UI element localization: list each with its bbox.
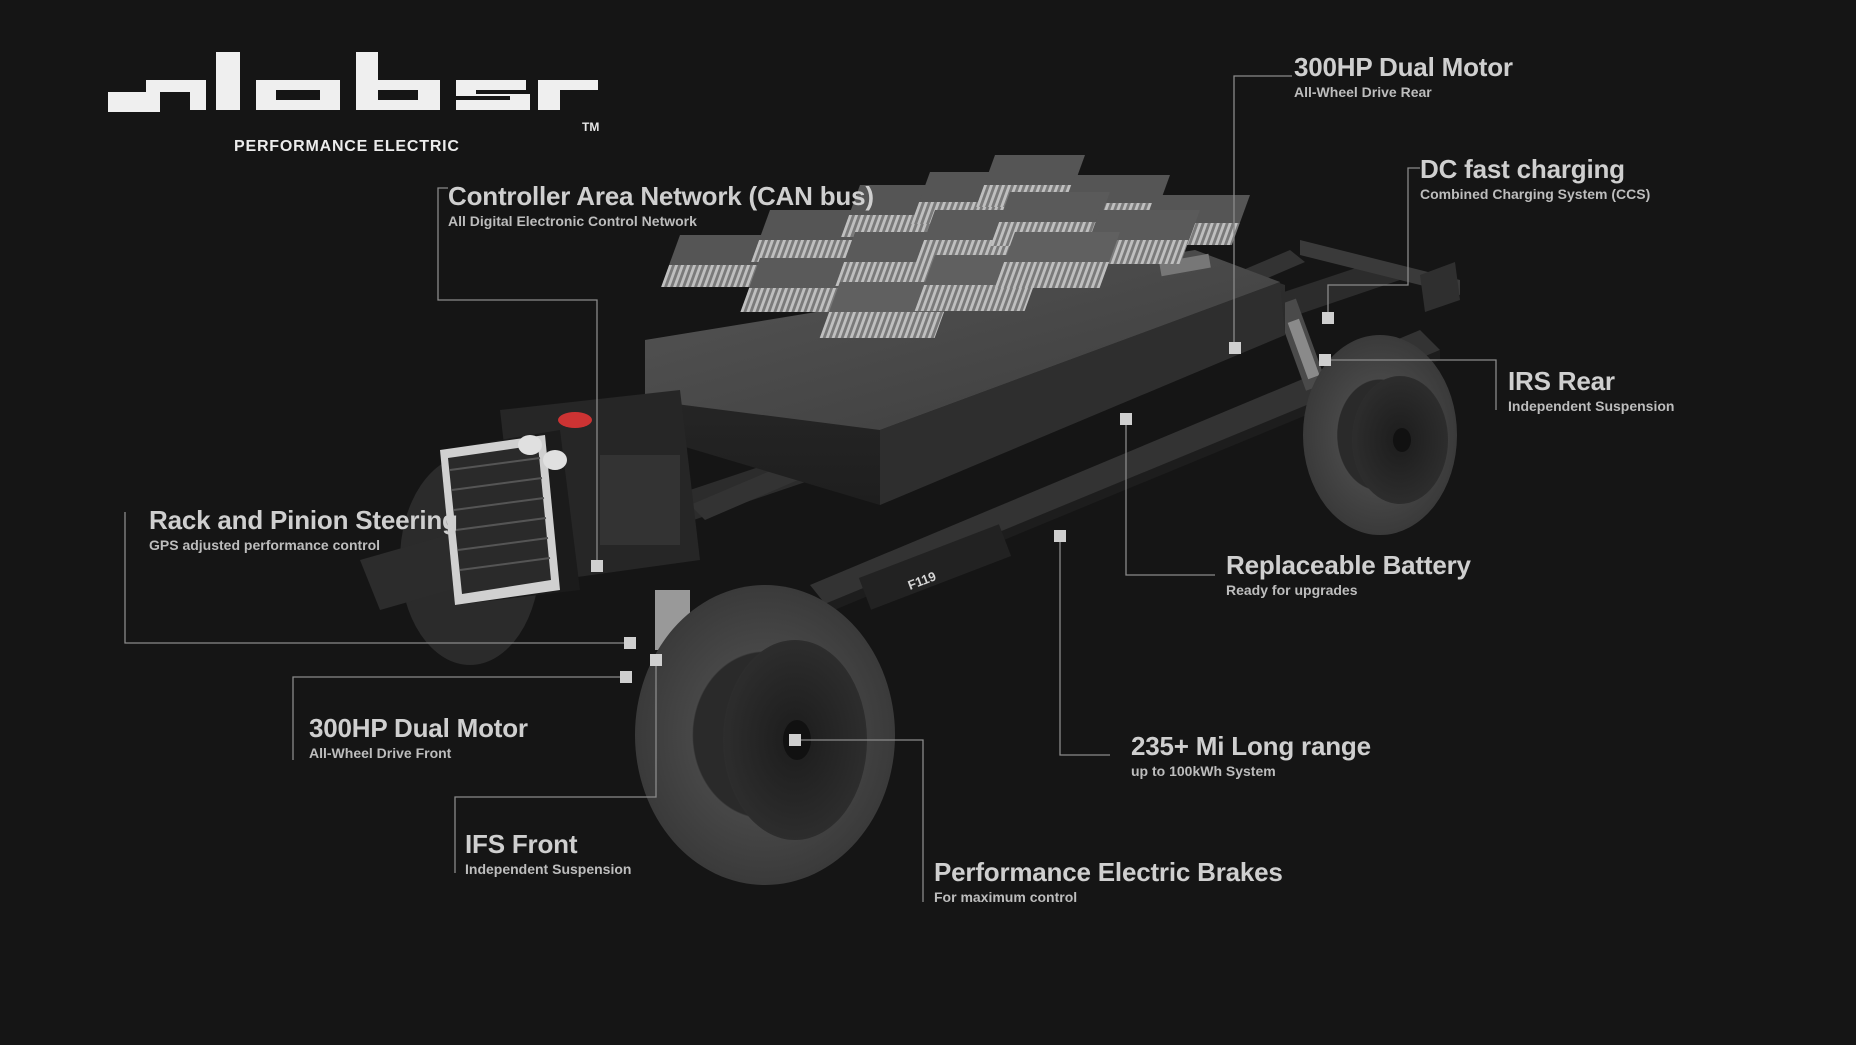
trademark: TM (582, 120, 600, 134)
leader-irs-rear (1325, 359, 1497, 410)
callout-subtitle: GPS adjusted performance control (149, 537, 381, 553)
callout-subtitle: All Digital Electronic Control Network (448, 213, 697, 229)
marker-brakes (789, 734, 801, 746)
callout-subtitle: Independent Suspension (465, 861, 632, 877)
battery-modules (661, 155, 1250, 338)
logo-tagline: PERFORMANCE ELECTRIC (234, 138, 460, 155)
brand-logo: TM PERFORMANCE ELECTRIC (108, 52, 608, 155)
marker-dc-charging (1322, 312, 1334, 324)
callout-subtitle: For maximum control (934, 889, 1078, 905)
callout-title: 235+ Mi Long range (1131, 731, 1371, 761)
callout-motor-front: 300HP Dual Motor All-Wheel Drive Front (309, 713, 528, 762)
wheel-front-right (635, 585, 895, 885)
marker-irs-rear (1319, 354, 1331, 366)
battery-pack (645, 250, 1285, 505)
marker-ifs-front (650, 654, 662, 666)
callout-motor-rear: 300HP Dual Motor All-Wheel Drive Rear (1294, 52, 1513, 101)
callout-title: IRS Rear (1508, 366, 1615, 396)
callout-subtitle: Independent Suspension (1508, 398, 1675, 414)
leader-lines (124, 75, 1497, 902)
callout-title: Rack and Pinion Steering (149, 505, 458, 535)
leader-dc-charging (1327, 167, 1420, 318)
rear-suspension (1275, 298, 1327, 391)
marker-motor-rear (1229, 342, 1241, 354)
callout-ifs-front: IFS Front Independent Suspension (465, 829, 631, 878)
callout-brakes: Performance Electric Brakes For maximum … (934, 857, 1283, 906)
marker-steering (624, 637, 636, 649)
callout-title: 300HP Dual Motor (309, 713, 528, 743)
callout-subtitle: All-Wheel Drive Front (309, 745, 452, 761)
callout-title: Controller Area Network (CAN bus) (448, 181, 874, 211)
leader-battery (1125, 420, 1215, 576)
marker-battery (1120, 413, 1132, 425)
callout-dc-charging: DC fast charging Combined Charging Syste… (1420, 154, 1650, 203)
callout-title: DC fast charging (1420, 154, 1625, 184)
callout-irs-rear: IRS Rear Independent Suspension (1508, 366, 1674, 415)
leader-motor-front (292, 676, 626, 760)
callout-markers (591, 312, 1334, 746)
leader-range (1059, 536, 1110, 756)
callout-subtitle: All-Wheel Drive Rear (1294, 84, 1432, 100)
callout-title: 300HP Dual Motor (1294, 52, 1513, 82)
marker-range (1054, 530, 1066, 542)
callout-can-bus: Controller Area Network (CAN bus) All Di… (448, 181, 874, 230)
radiator (440, 435, 560, 605)
callout-subtitle: Combined Charging System (CCS) (1420, 186, 1651, 202)
leader-brakes (795, 739, 924, 902)
leader-ifs-front (454, 660, 657, 873)
leader-motor-rear (1233, 75, 1292, 348)
callout-subtitle: Ready for upgrades (1226, 582, 1358, 598)
callout-battery: Replaceable Battery Ready for upgrades (1226, 550, 1471, 599)
callout-range: 235+ Mi Long range up to 100kWh System (1131, 731, 1371, 780)
marker-can-bus (591, 560, 603, 572)
leader-steering (124, 512, 630, 644)
callout-title: Performance Electric Brakes (934, 857, 1283, 887)
callout-title: Replaceable Battery (1226, 550, 1471, 580)
wheel-rear-right (1303, 335, 1457, 535)
callout-title: IFS Front (465, 829, 578, 859)
logo-mark (108, 52, 598, 112)
front-drive-unit (360, 390, 700, 650)
callout-steering: Rack and Pinion Steering GPS adjusted pe… (149, 505, 458, 554)
callout-subtitle: up to 100kWh System (1131, 763, 1276, 779)
marker-motor-front (620, 671, 632, 683)
leader-can-bus (437, 187, 598, 565)
